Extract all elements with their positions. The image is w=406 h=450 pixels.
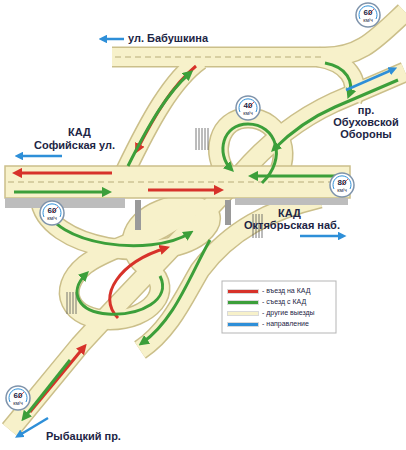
- bridge-pillar: [135, 200, 141, 230]
- speed-value: 80: [329, 178, 355, 187]
- speed-value: 60: [5, 391, 31, 400]
- sign-rim: [356, 3, 380, 27]
- legend-swatch: [228, 301, 258, 304]
- direction-arrow: [18, 155, 62, 158]
- legend-swatch: [228, 323, 258, 326]
- road-surface: [125, 60, 200, 172]
- entry-ramp-arrow: [148, 189, 220, 192]
- bridge-underside: [235, 198, 348, 205]
- sign-rim: [330, 173, 354, 197]
- road-surface: [318, 57, 354, 100]
- legend-text: - направление: [262, 320, 309, 328]
- speed-limit-sign: 60км/ч: [39, 200, 65, 226]
- entry-ramp-arrow: [110, 248, 166, 318]
- road-name: пр. Обуховской Обороны: [327, 104, 405, 140]
- speed-limit-sign: 40км/ч: [235, 95, 261, 121]
- direction-arrows: [18, 39, 394, 436]
- road-name: Рыбацкий пр.: [46, 430, 121, 442]
- speed-limit-sign: 60км/ч: [5, 385, 31, 411]
- speed-limit-sign: 80км/ч: [329, 172, 355, 198]
- entry-ramp-arrow: [137, 66, 196, 150]
- direction-arrow: [18, 418, 48, 436]
- road-outline: [10, 72, 405, 430]
- road-name: ул. Бабушкина: [128, 32, 208, 44]
- bridge-pillar: [225, 200, 231, 225]
- bridge-deck: [5, 166, 350, 198]
- road-outline: [10, 12, 405, 430]
- direction-arrow: [346, 69, 394, 90]
- road-name: КАД: [278, 207, 301, 219]
- lane-divider: [115, 57, 322, 58]
- road-surface: [10, 72, 405, 430]
- direction-arrow: [300, 235, 343, 238]
- exit-ramp-arrow: [223, 124, 276, 183]
- exit-ramp-arrow: [142, 240, 210, 343]
- speed-unit: км/ч: [235, 110, 261, 116]
- exit-ramp-arrow: [128, 73, 190, 166]
- road-name: Софийская ул.: [34, 139, 115, 151]
- road-name: Октябрьская наб.: [244, 219, 340, 231]
- legend-frame: [222, 281, 336, 333]
- road-name: КАД: [68, 126, 91, 138]
- legend-text: - другие выезды: [262, 309, 315, 317]
- legend-swatch: [228, 290, 258, 293]
- speed-limit-sign: 60км/ч: [355, 2, 381, 28]
- exit-ramp-arrow: [24, 360, 70, 418]
- speed-unit: км/ч: [39, 215, 65, 221]
- entry-ramp-arrow: [16, 172, 112, 175]
- exit-ramp-arrow: [45, 205, 190, 246]
- speed-unit: км/ч: [5, 400, 31, 406]
- legend-swatch: [228, 312, 258, 315]
- speed-value: 40: [235, 101, 261, 110]
- sign-rim: [40, 201, 64, 225]
- exit-ramp-arrow: [77, 274, 163, 314]
- speed-unit: км/ч: [329, 187, 355, 193]
- bridge-underside: [5, 198, 125, 208]
- road-surface: [10, 12, 405, 430]
- legend-text: - въезд на КАД: [262, 287, 310, 295]
- speed-value: 60: [39, 206, 65, 215]
- pillar-hatching: [195, 128, 209, 150]
- speed-unit: км/ч: [355, 17, 381, 23]
- speed-value: 60: [355, 8, 381, 17]
- road-outline: [125, 60, 200, 172]
- entry-ramp-arrows: [16, 66, 220, 412]
- sign-rim: [236, 96, 260, 120]
- lane-divider: [8, 182, 346, 183]
- legend-text: - съезд с КАД: [262, 298, 306, 306]
- exit-ramp-arrow: [14, 191, 108, 194]
- sign-rim: [6, 386, 30, 410]
- direction-arrow: [102, 38, 124, 41]
